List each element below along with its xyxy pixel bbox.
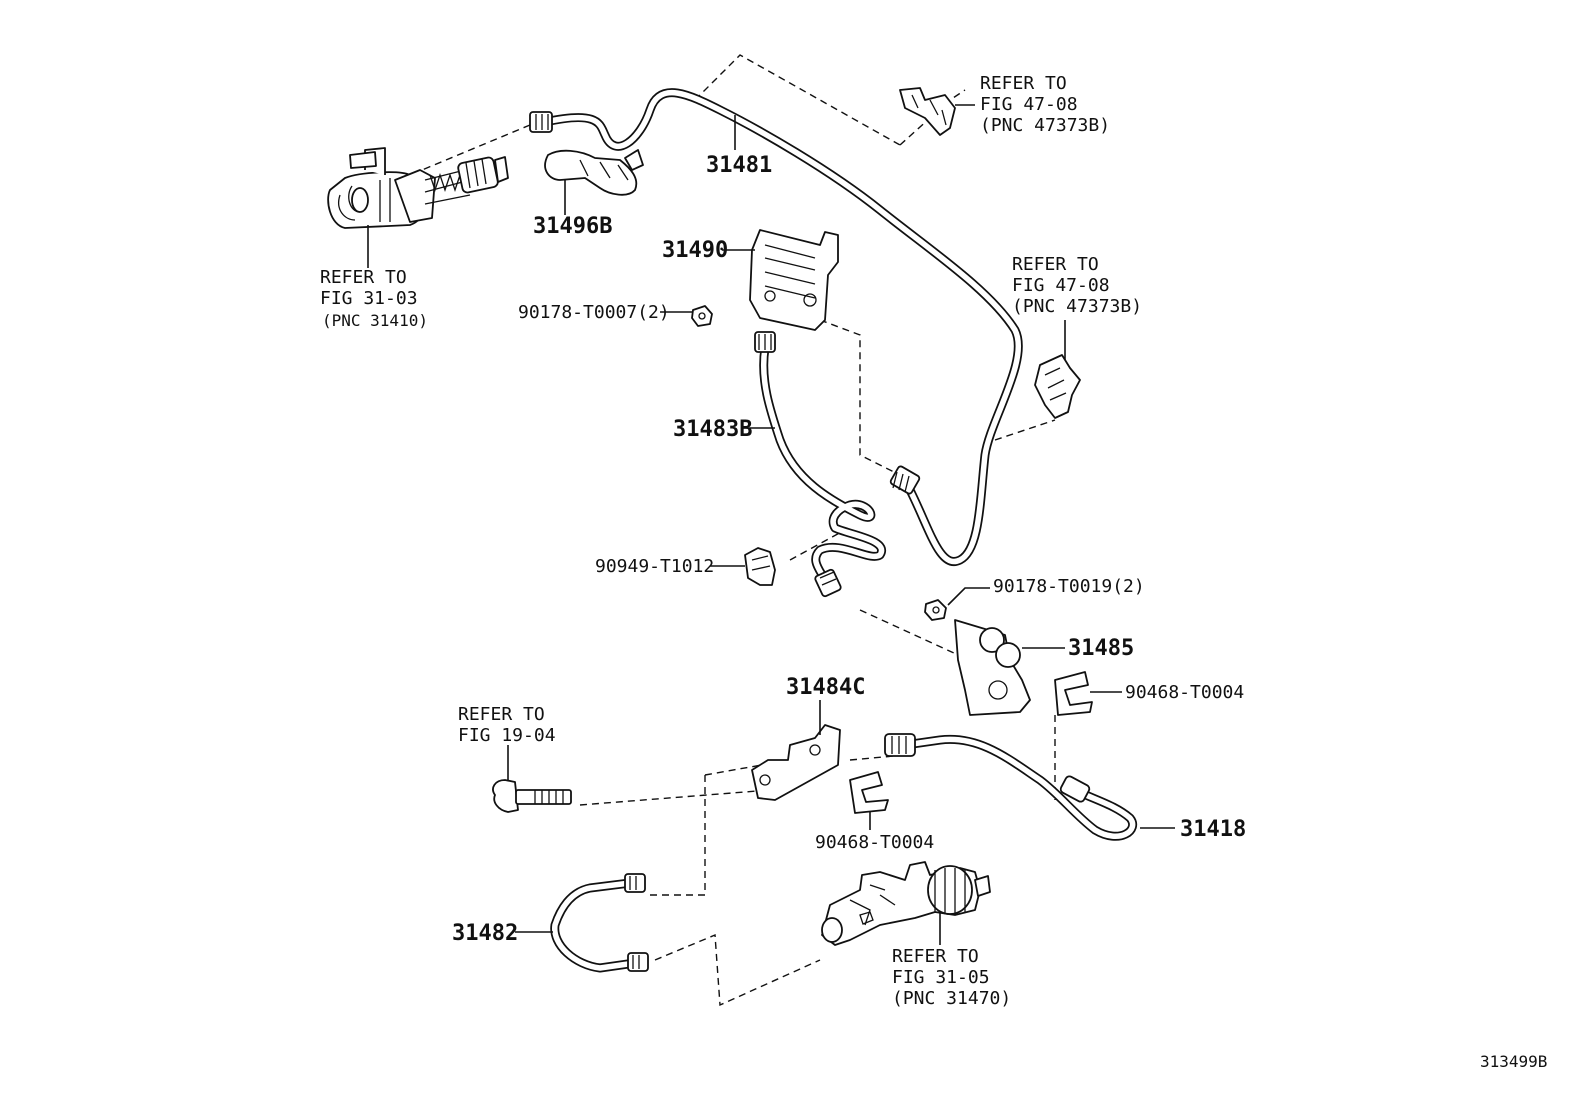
ref-line: (PNC 31410) [322,311,428,330]
nut-90178-t0019 [924,587,990,621]
nut-90178-t0007 [660,305,713,327]
ref-line: FIG 19-04 [458,725,556,746]
dashed-guide-lines [409,54,1056,1007]
bracket-31484c [751,700,841,801]
ref-line: REFER TO [320,267,407,288]
ref-fig-31-05: REFER TO FIG 31-05 (PNC 31470) [892,946,1011,1009]
ref-line: REFER TO [892,946,979,967]
ref-line: FIG 47-08 [1012,275,1110,296]
ref-line: FIG 31-05 [892,967,990,988]
ref-line: REFER TO [458,704,545,725]
pipe-31483b [743,331,887,598]
clip-90949-t1012 [710,547,776,586]
label-31481: 31481 [706,153,772,178]
ref-fig-47-08-top: REFER TO FIG 47-08 (PNC 47373B) [980,73,1110,136]
ref-line: FIG 31-03 [320,288,418,309]
ref-line: FIG 47-08 [980,94,1078,115]
ref-line: (PNC 47373B) [1012,296,1142,317]
label-90949-t1012: 90949-T1012 [595,556,714,577]
pipe-31482 [515,873,649,973]
label-31484c: 31484C [786,675,865,700]
clutch-master-cylinder [327,147,509,268]
label-90178-t0019: 90178-T0019(2) [993,576,1145,597]
bracket-31490 [722,229,839,331]
label-31482: 31482 [452,921,518,946]
label-31496b: 31496B [533,214,612,239]
ref-line: REFER TO [1012,254,1099,275]
clip-90468-t0004-center [849,771,889,830]
diagram-id: 313499B [1480,1052,1547,1071]
pipe-31481 [529,88,1023,566]
label-90468-t0004-right: 90468-T0004 [1125,682,1244,703]
label-31490: 31490 [662,238,728,263]
hose-31418 [884,733,1175,841]
ref-fig-31-03: REFER TO FIG 31-03 (PNC 31410) [320,267,428,330]
bracket-31485 [954,619,1065,716]
label-90178-t0007: 90178-T0007(2) [518,302,670,323]
ref-fig-19-04: REFER TO FIG 19-04 [458,704,556,746]
clip-90468-t0004-right [1054,671,1122,716]
bolt-refer-fig-19-04 [492,745,572,813]
ref-fig-47-08-right: REFER TO FIG 47-08 (PNC 47373B) [1012,254,1142,317]
ref-line: (PNC 31470) [892,988,1011,1009]
pipe-clip-right [1034,320,1081,419]
ref-line: (PNC 47373B) [980,115,1110,136]
clutch-release-cylinder [821,861,991,946]
clamp-31496b [544,149,644,215]
label-31483b: 31483B [673,417,752,442]
label-31485: 31485 [1068,636,1134,661]
label-31418: 31418 [1180,817,1246,842]
label-90468-t0004-center: 90468-T0004 [815,832,934,853]
pipe-clip-top [899,87,975,136]
ref-line: REFER TO [980,73,1067,94]
